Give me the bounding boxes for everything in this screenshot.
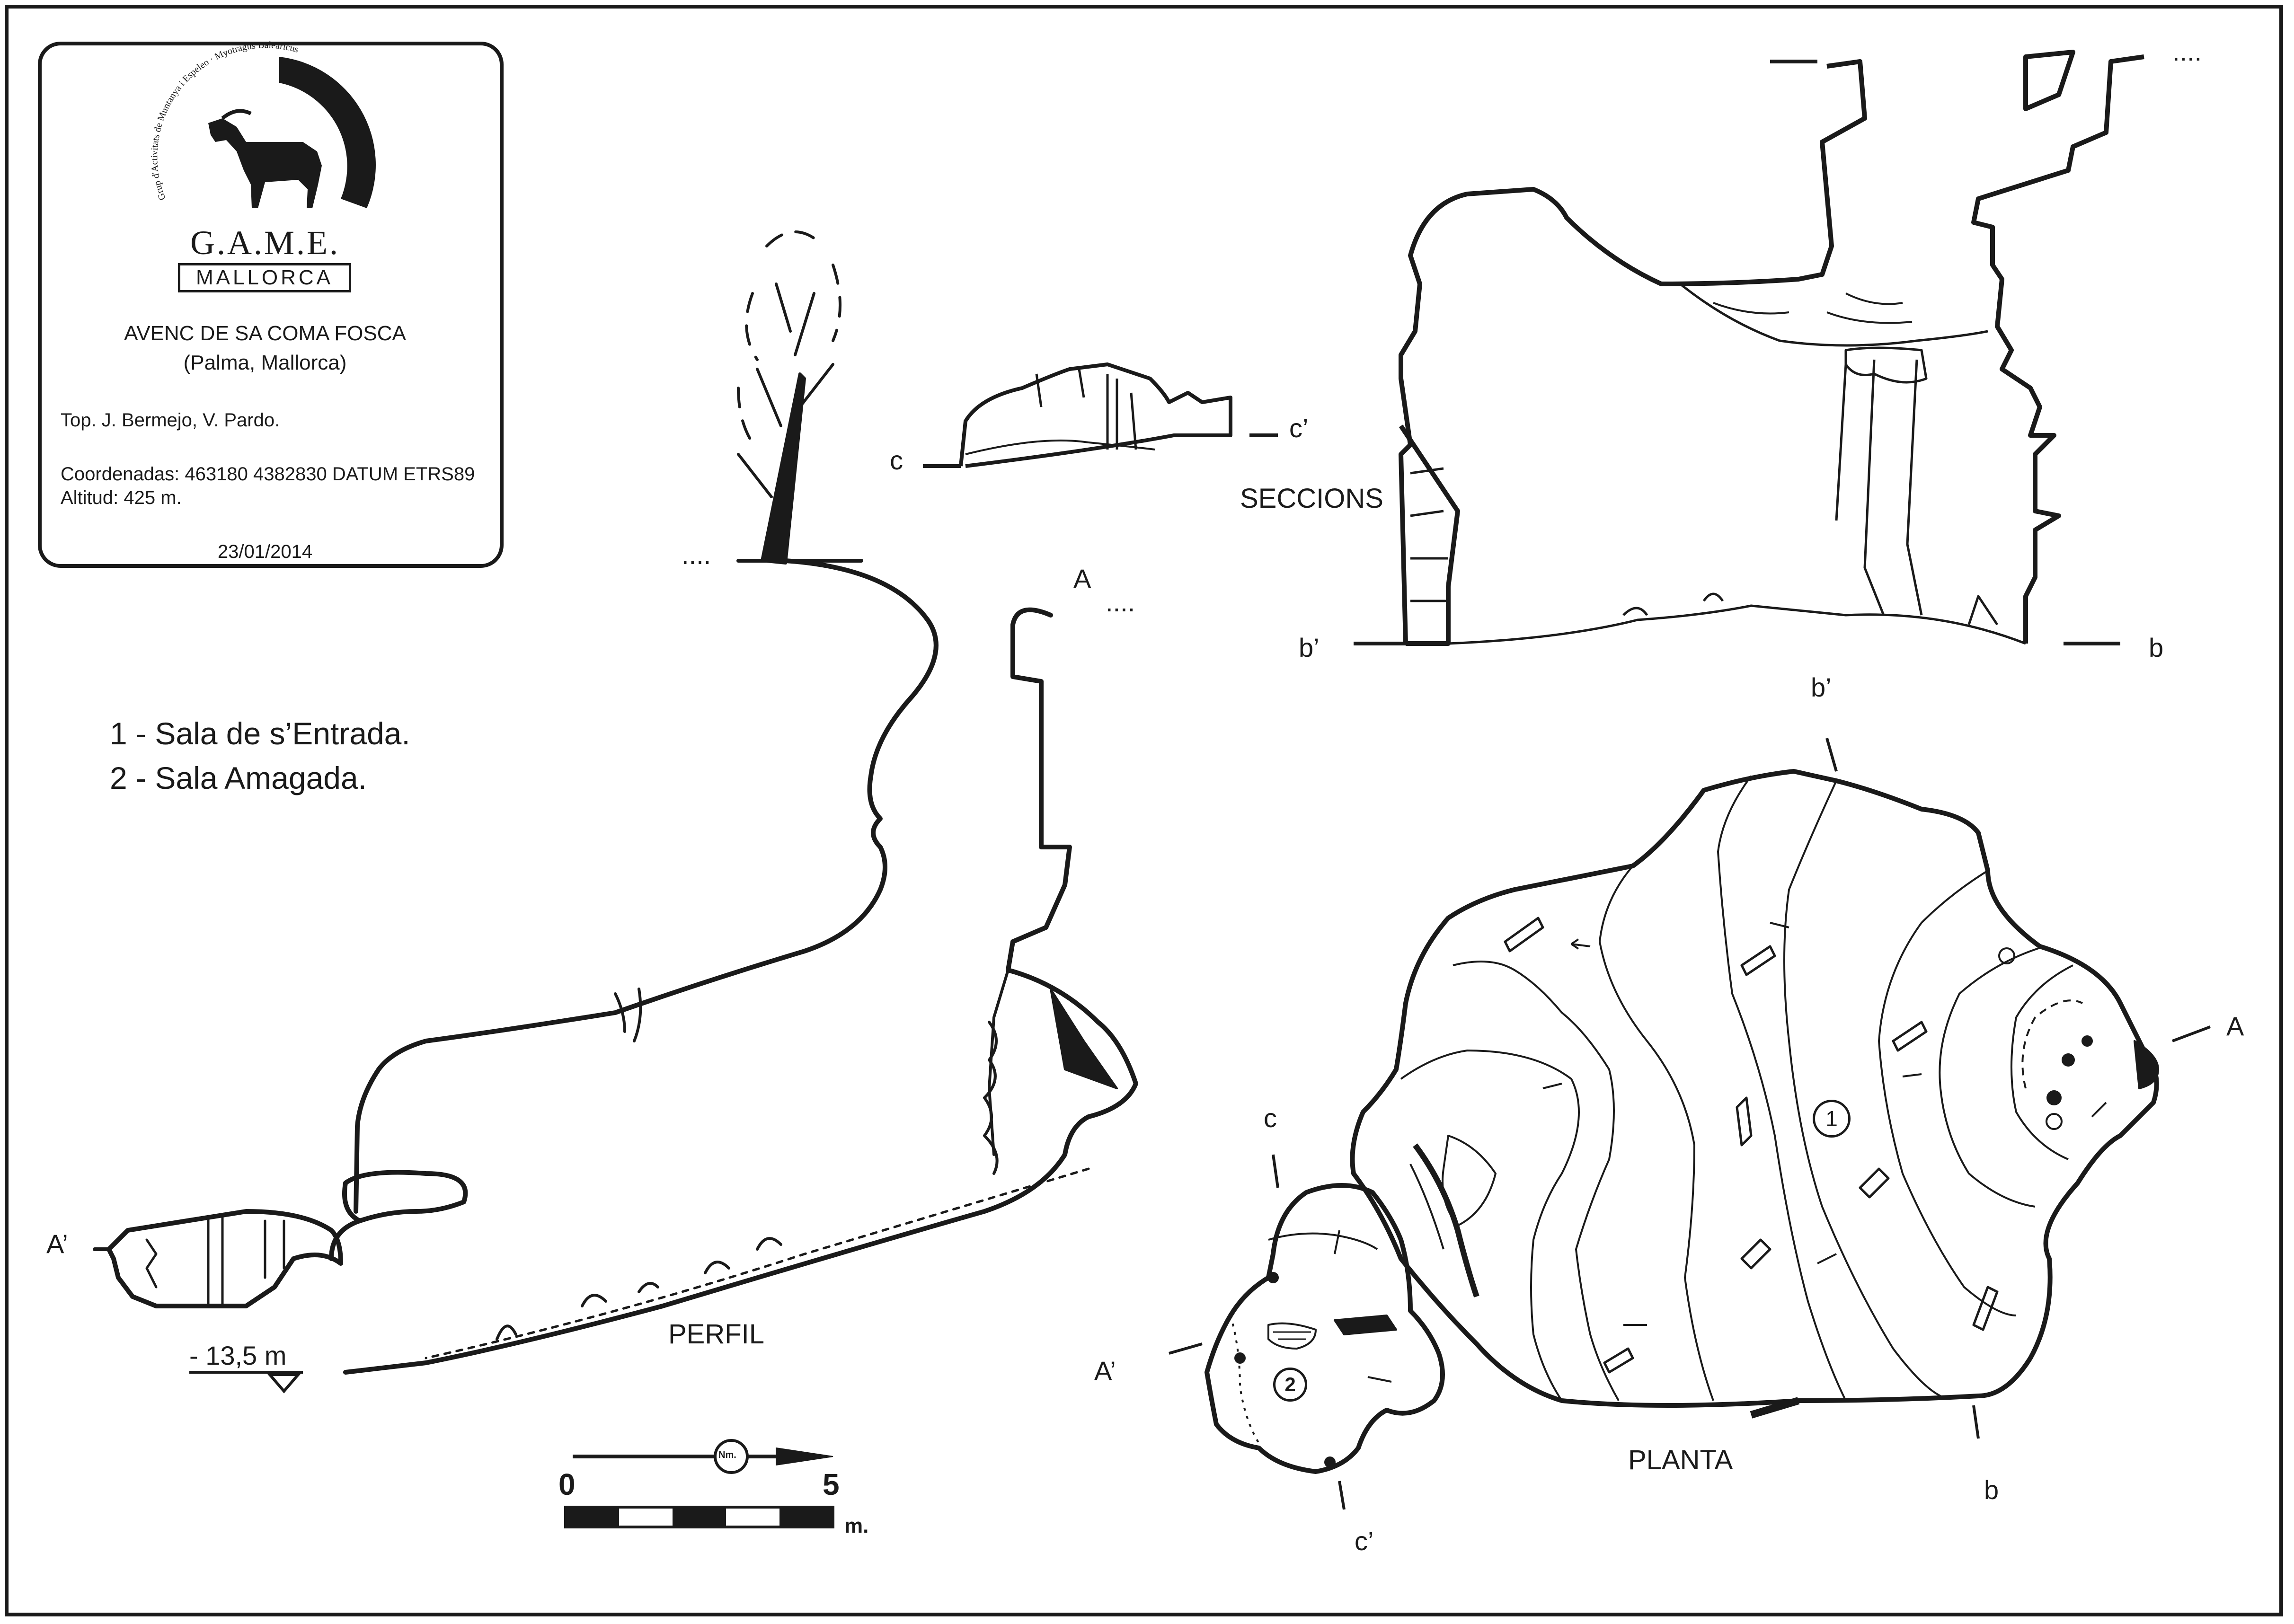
club-name: G.A.M.E. — [190, 224, 340, 262]
profile-drawing — [93, 230, 1138, 1375]
plan-label-a: A — [2226, 1011, 2244, 1041]
room-1-marker: 1 — [1813, 1100, 1851, 1138]
plan-label-c: c — [1264, 1103, 1277, 1133]
scale-end: 5 — [823, 1467, 840, 1501]
tree-icon — [761, 372, 806, 565]
plan-caption: PLANTA — [1628, 1445, 1733, 1475]
profile-label-a: A — [1073, 564, 1091, 593]
scale-unit: m. — [844, 1514, 869, 1537]
legend-item-2: 2 - Sala Amagada. — [110, 760, 367, 795]
depth-label: - 13,5 m — [189, 1341, 287, 1370]
info-box — [38, 42, 504, 568]
scale-start: 0 — [558, 1467, 576, 1501]
profile-surface-dots: .... — [682, 540, 711, 570]
section-right-dots: .... — [2172, 36, 2202, 66]
plan-label-b: b — [1984, 1475, 1999, 1505]
section-label-c-prime: c’ — [1289, 413, 1309, 443]
club-logo: Grup d'Activitats de Muntanya i Espeleo … — [149, 40, 376, 208]
sections-caption: SECCIONS — [1240, 483, 1383, 514]
room-2-marker: 2 — [1273, 1368, 1307, 1402]
altitude: Altitud: 425 m. — [61, 487, 182, 508]
section-c — [923, 362, 1278, 468]
legend-item-1: 1 - Sala de s’Entrada. — [110, 716, 410, 751]
section-left-dots: .... — [1769, 39, 1799, 69]
section-label-c: c — [890, 445, 903, 475]
section-label-b: b — [2149, 633, 2164, 662]
goat-icon — [208, 118, 322, 208]
depth-marker — [189, 1371, 303, 1394]
map-frame — [5, 5, 2283, 1616]
plan-label-a-prime: A’ — [1094, 1356, 1116, 1386]
section-label-b-prime: b’ — [1299, 633, 1320, 662]
survey-date: 23/01/2014 — [217, 541, 313, 562]
coordinates: Coordenadas: 463180 4382830 DATUM ETRS89 — [61, 464, 475, 485]
profile-caption: PERFIL — [668, 1319, 765, 1350]
surveyors: Top. J. Bermejo, V. Pardo. — [61, 410, 280, 431]
cave-location: (Palma, Mallorca) — [183, 351, 347, 374]
section-b — [1354, 50, 2144, 646]
plan-label-c-prime: c’ — [1355, 1526, 1374, 1556]
scale-bar — [564, 1439, 834, 1528]
north-marker-label: Nm. — [718, 1450, 736, 1460]
profile-label-a-prime: A’ — [46, 1229, 68, 1259]
region-badge: MALLORCA — [178, 263, 351, 292]
north-marker-icon — [714, 1439, 749, 1474]
plan-drawing — [1169, 738, 2211, 1510]
plan-label-b-prime: b’ — [1811, 672, 1832, 702]
cave-name: AVENC DE SA COMA FOSCA — [124, 322, 406, 345]
profile-a-dots: .... — [1106, 587, 1135, 617]
